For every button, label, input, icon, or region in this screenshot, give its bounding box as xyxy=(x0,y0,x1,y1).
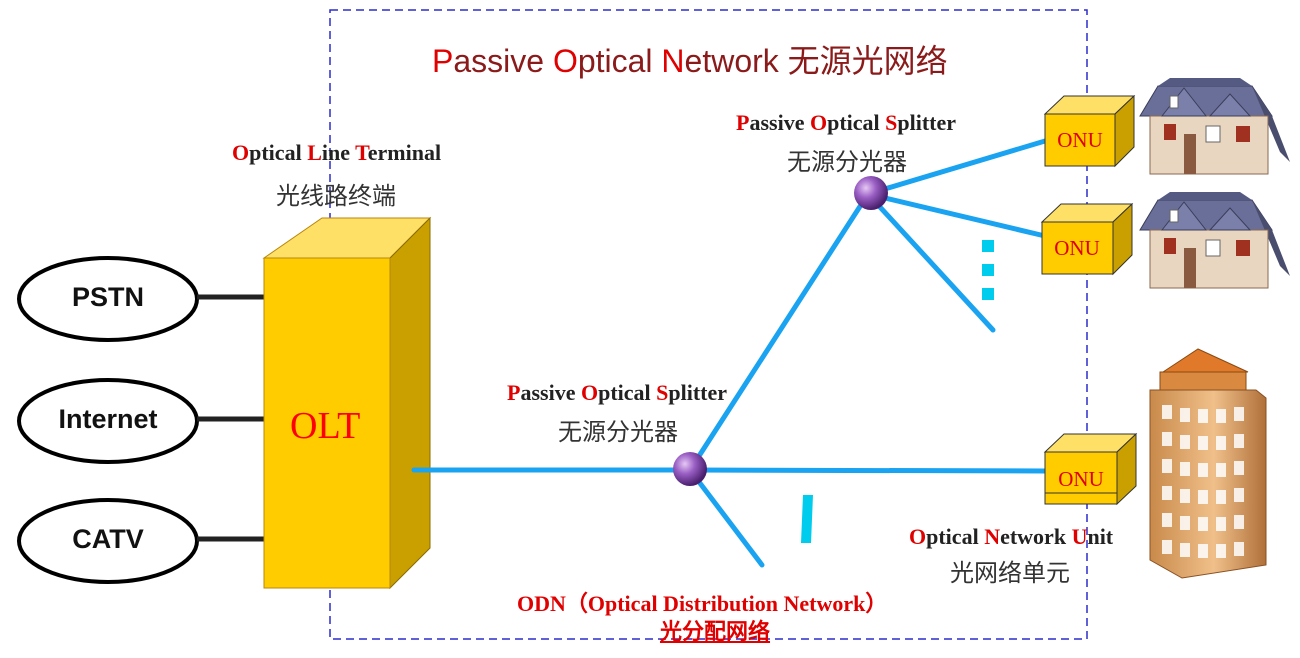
house-icon xyxy=(1139,78,1290,175)
source-catv xyxy=(17,498,264,584)
continuation-mark xyxy=(801,495,813,543)
olt-caption-zh: 光线路终端 xyxy=(276,182,396,210)
onu-label-2: ONU xyxy=(1054,236,1100,260)
splitter-top-caption-en: Passive Optical Splitter xyxy=(736,110,957,135)
splitter-top-caption-zh: 无源分光器 xyxy=(787,148,907,176)
odn-caption-en: ODN（Optical Distribution Network） xyxy=(517,591,888,616)
office-building-icon xyxy=(1149,348,1267,579)
source-pstn-label: PSTN xyxy=(71,282,144,312)
onu-box-2 xyxy=(1040,202,1134,276)
diagram-title: Passive Optical Network 无源光网络 xyxy=(432,42,948,80)
olt-caption-en: Optical Line Terminal xyxy=(232,140,442,165)
olt-box-label: OLT xyxy=(290,405,361,447)
onu-label-3: ONU xyxy=(1058,467,1104,491)
source-catv-label: CATV xyxy=(72,524,144,554)
source-internet xyxy=(17,378,264,464)
continuation-dots xyxy=(982,240,994,300)
olt-box xyxy=(262,216,432,590)
onu-caption-zh: 光网络单元 xyxy=(950,559,1070,587)
odn-caption-zh: 光分配网络 xyxy=(660,620,771,645)
splitter-mid-caption-en: Passive Optical Splitter xyxy=(507,380,728,405)
fiber-lines xyxy=(411,138,1048,568)
source-pstn xyxy=(17,256,264,342)
splitter-mid-caption-zh: 无源分光器 xyxy=(558,418,678,446)
splitter-node-top xyxy=(854,176,888,210)
splitter-node-mid xyxy=(673,452,707,486)
house-icon xyxy=(1139,192,1290,289)
onu-box-3 xyxy=(1043,432,1138,506)
onu-label-1: ONU xyxy=(1057,128,1103,152)
source-internet-label: Internet xyxy=(58,404,158,434)
onu-caption-en: Optical Network Unit xyxy=(909,524,1114,549)
onu-box-1 xyxy=(1043,94,1136,168)
